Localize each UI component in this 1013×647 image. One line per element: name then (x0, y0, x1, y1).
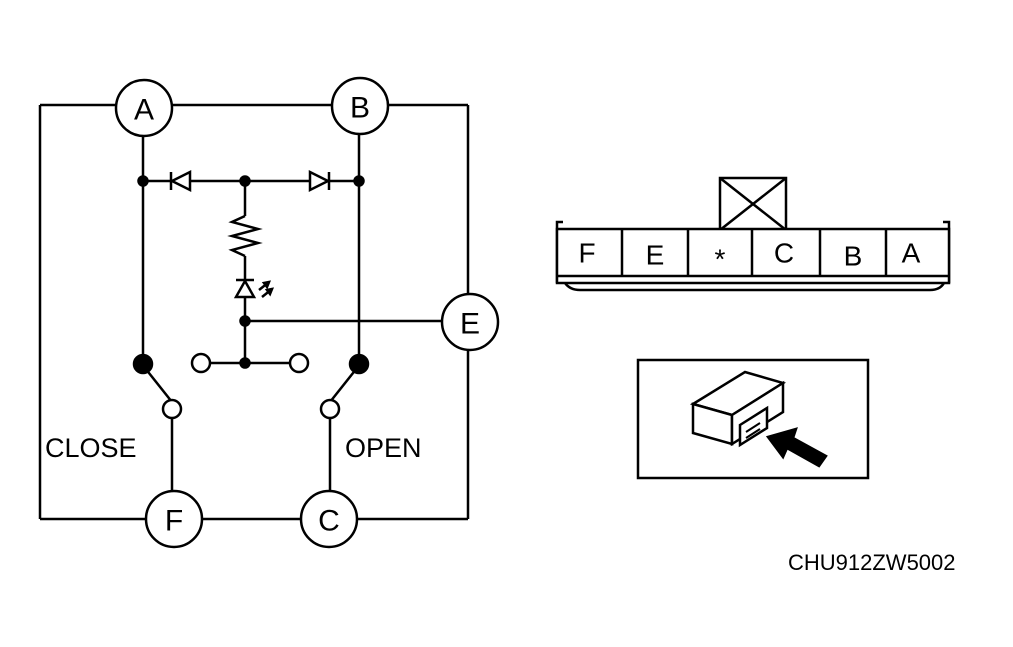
terminal-e (440, 292, 500, 352)
terminal-a (114, 78, 174, 138)
close-switch-label: CLOSE (45, 433, 137, 463)
terminal-f-label: F (165, 505, 183, 538)
terminal-c (299, 489, 359, 549)
connector-pin-label: C (774, 238, 794, 269)
terminal-a-label: A (134, 94, 154, 127)
connector-pin-label: * (715, 244, 726, 275)
terminal-b-label: B (350, 92, 370, 125)
open-switch-label: OPEN (345, 433, 422, 463)
terminal-f (144, 489, 204, 549)
led-symbol (233, 278, 257, 299)
connector-pin-label: E (646, 240, 665, 271)
connector-pin-label: A (902, 238, 921, 269)
terminal-c-label: C (318, 505, 340, 538)
connector-pin-label: B (844, 241, 863, 272)
view-direction-arrow-icon (765, 427, 828, 468)
diode-symbol (308, 169, 331, 193)
connector-view-inset (636, 358, 870, 480)
connector-face (555, 176, 951, 292)
terminal-b (330, 76, 390, 136)
terminal-e-label: E (460, 308, 480, 341)
switch-schematic (38, 76, 500, 549)
connector-pin-label: F (578, 238, 595, 269)
resistor-symbol (227, 214, 263, 258)
diode-symbol (169, 169, 192, 193)
figure-code: CHU912ZW5002 (788, 550, 956, 575)
